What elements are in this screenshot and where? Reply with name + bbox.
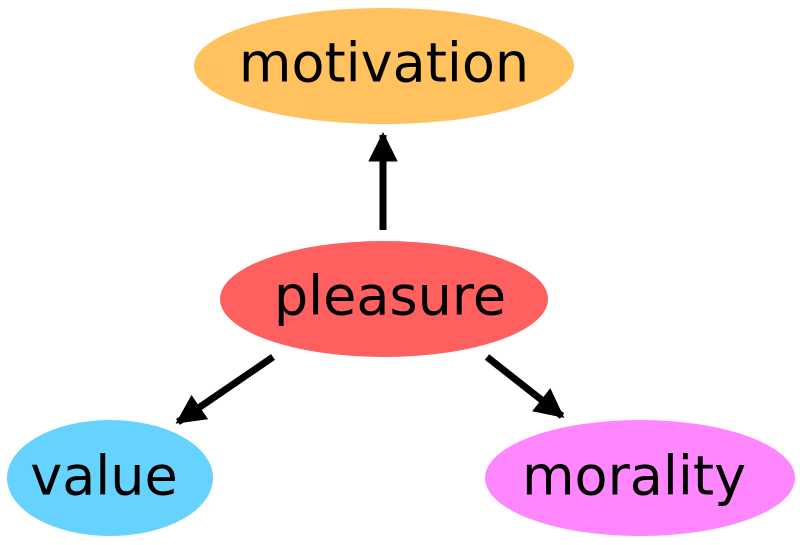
node-pleasure-shape xyxy=(220,241,548,357)
node-motivation-label: motivation xyxy=(239,32,529,95)
node-pleasure-label: pleasure xyxy=(274,265,506,328)
node-value-label: value xyxy=(30,445,178,508)
node-motivation: motivation xyxy=(194,8,574,124)
node-value-shape xyxy=(7,420,213,536)
node-pleasure: pleasure xyxy=(220,241,548,357)
node-morality-label: morality xyxy=(522,445,746,508)
node-value: value xyxy=(7,420,213,536)
node-motivation-shape xyxy=(194,8,574,124)
node-morality: morality xyxy=(485,420,795,536)
edge-pleasure-to-value xyxy=(175,354,275,425)
edge-pleasure-to-morality xyxy=(484,354,565,419)
node-morality-shape xyxy=(485,420,795,536)
